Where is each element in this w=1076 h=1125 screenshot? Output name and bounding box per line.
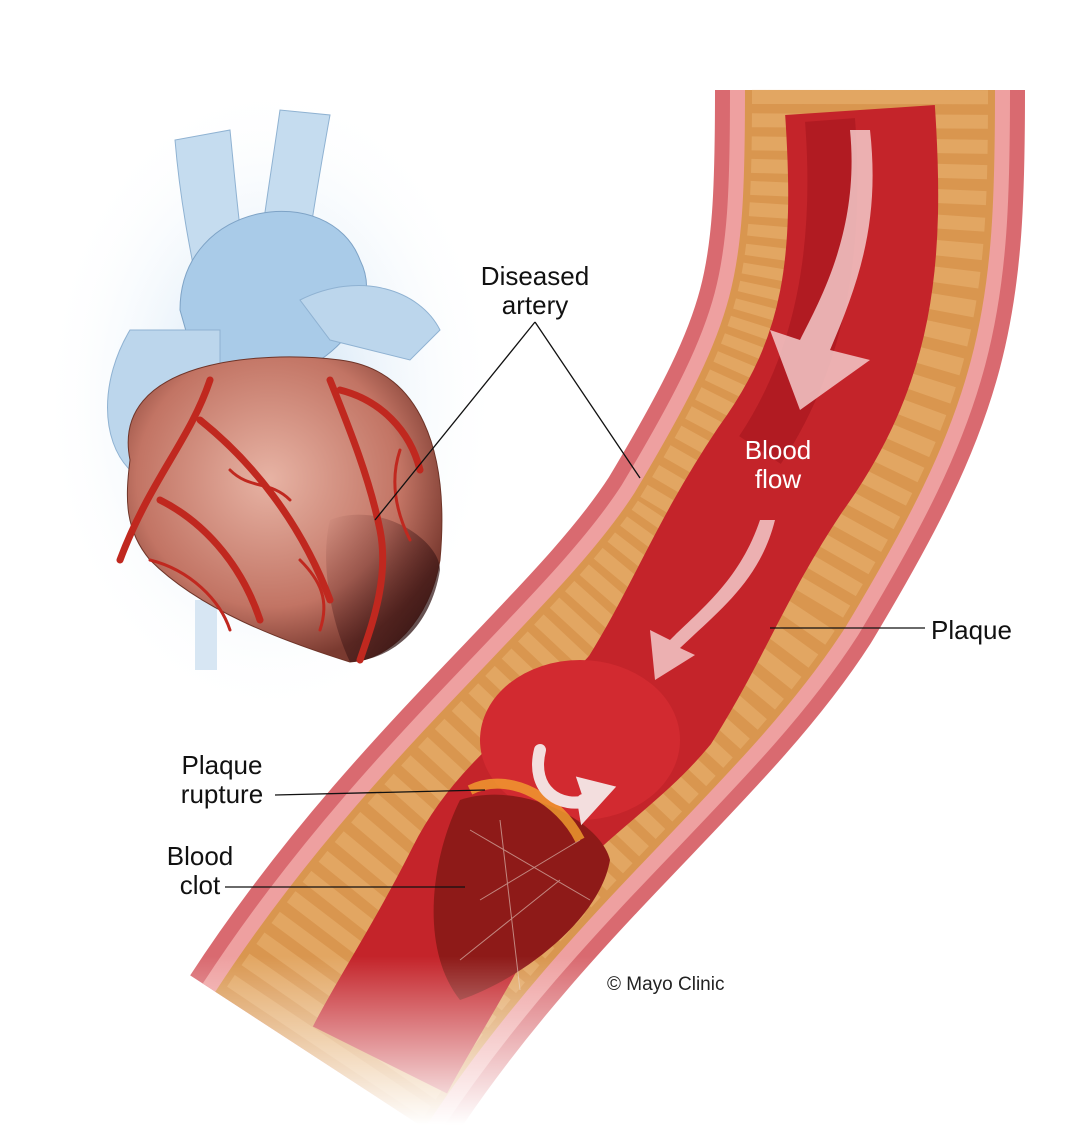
leader-diseased-artery — [534, 321, 641, 479]
label-plaque: Plaque — [931, 615, 1012, 645]
label-line: artery — [501, 290, 569, 320]
leader-diseased-heart — [374, 321, 536, 521]
label-line: flow — [754, 464, 802, 494]
label-line: clot — [179, 870, 221, 900]
label-blood-clot: Blood clot — [150, 842, 250, 900]
leader-lines — [225, 321, 925, 888]
label-line: Diseased — [480, 261, 590, 291]
label-line: Plaque — [181, 750, 263, 780]
label-plaque-rupture: Plaque rupture — [162, 751, 282, 809]
label-line: Blood — [166, 841, 234, 871]
copyright-credit: © Mayo Clinic — [607, 974, 725, 995]
leader-plaque-rupture — [274, 789, 486, 796]
label-line: Blood — [744, 435, 812, 465]
label-blood-flow: Blood flow — [718, 436, 838, 494]
label-line: rupture — [180, 779, 264, 809]
label-diseased-artery: Diseased artery — [465, 262, 605, 320]
